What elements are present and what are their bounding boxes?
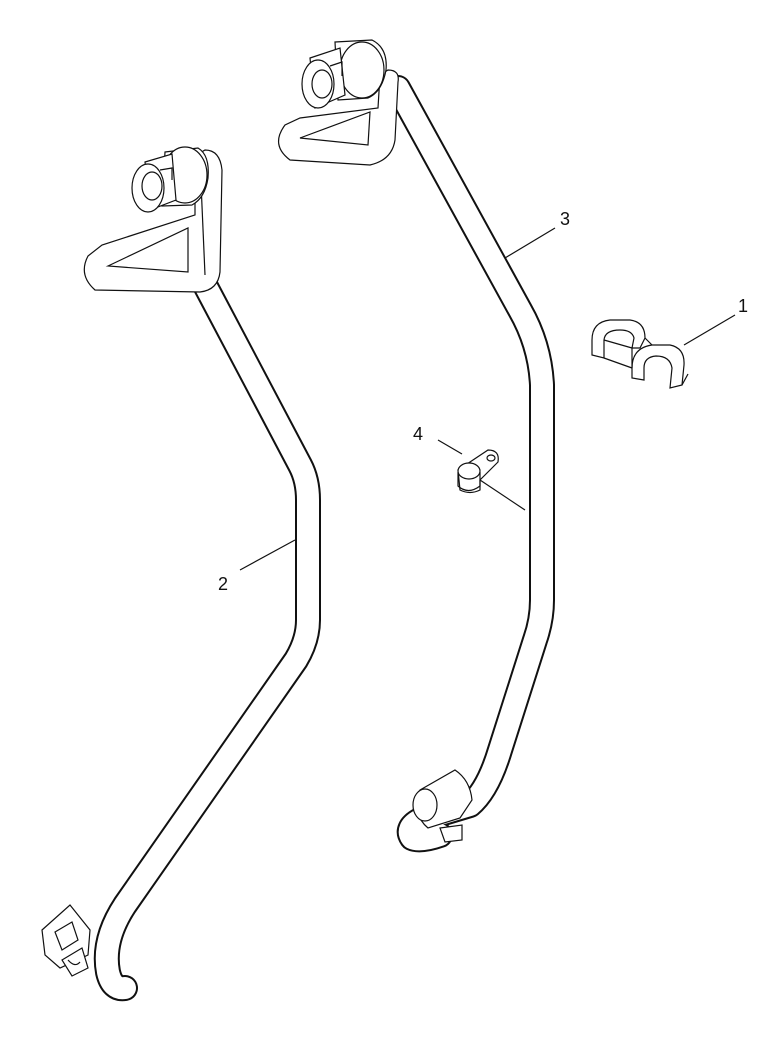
tube-2-bottom-fitting: [41, 904, 91, 977]
leader-line-3: [504, 227, 556, 259]
leader-line-2: [239, 539, 296, 571]
small-clamp-4: 4: [413, 424, 526, 511]
callout-3: 3: [560, 209, 570, 229]
double-clip-1: 1: [591, 296, 748, 389]
leader-line-4a: [437, 439, 463, 455]
tube-assembly-3: 3: [278, 39, 570, 853]
tube-assembly-2: 2: [41, 146, 321, 1002]
callout-4: 4: [413, 424, 423, 444]
tube-3-bottom-fitting: [412, 769, 473, 843]
tube-2-top-fitting: [131, 146, 209, 213]
callout-2: 2: [218, 574, 228, 594]
leader-line-1: [683, 314, 736, 346]
leader-line-4b: [479, 479, 526, 511]
tube-3-top-fitting: [301, 39, 387, 109]
callout-1: 1: [738, 296, 748, 316]
